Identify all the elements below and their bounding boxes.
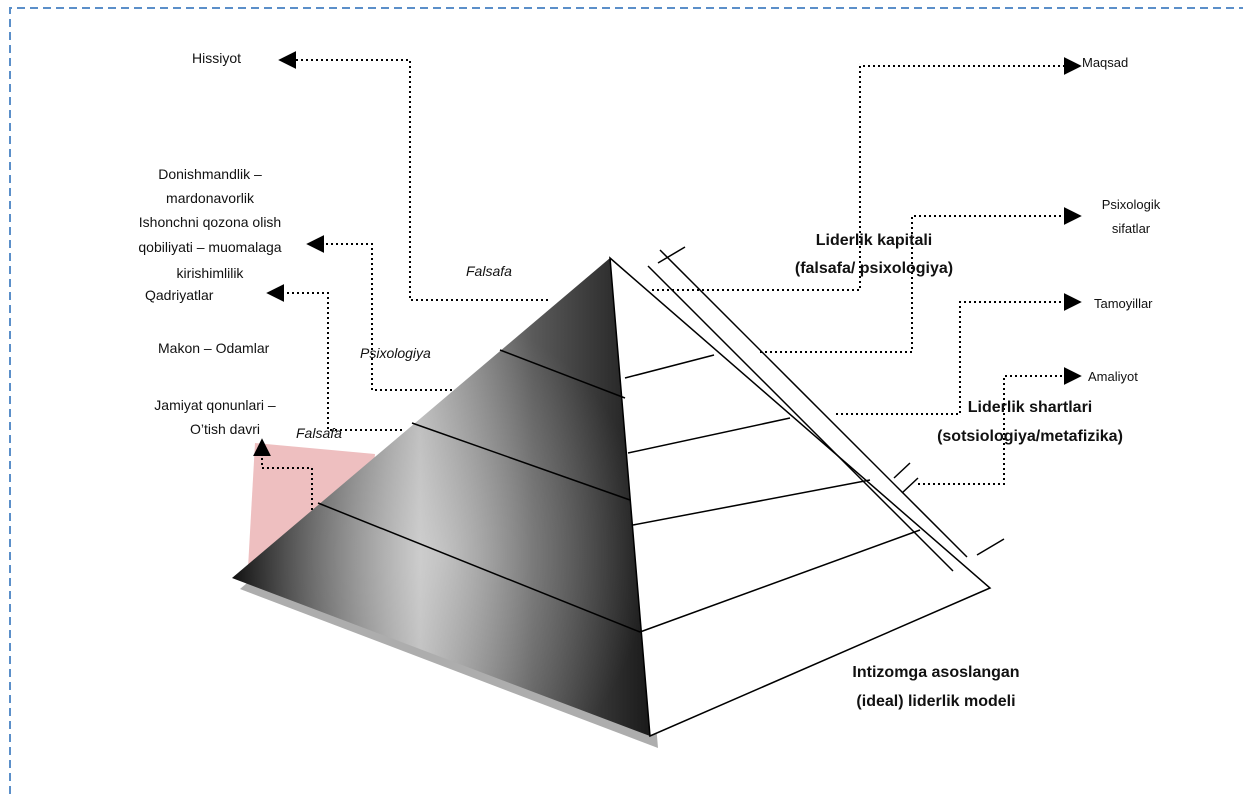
heading-kapital-1: Liderlik kapitali xyxy=(815,232,933,249)
jamiyat-connector xyxy=(253,438,313,510)
white-face-layers xyxy=(624,354,921,633)
amaliyot-connector xyxy=(918,367,1082,485)
label-psixologiya: Psixologiya xyxy=(360,345,431,361)
maqsad-connector xyxy=(652,57,1082,291)
label-hissiyot: Hissiyot xyxy=(192,50,242,66)
heading-model-2: (ideal) liderlik modeli xyxy=(856,693,1016,710)
ishonch-connector xyxy=(306,235,452,391)
heading-shartlar-2: (sotsiologiya/metafizika) xyxy=(937,428,1123,445)
psixologik-connector xyxy=(760,207,1082,353)
label-ishonch-3: kirishimlilik xyxy=(176,265,244,281)
pyramid-white-face xyxy=(609,256,992,738)
label-donishmandlik-2: mardonavorlik xyxy=(166,190,254,206)
label-tamoyillar: Tamoyillar xyxy=(1094,296,1153,311)
heading-model-1: Intizomga asoslangan xyxy=(852,664,1020,681)
heading-kapital-2: (falsafa/ psixologiya) xyxy=(794,260,954,277)
label-ishonch-2: qobiliyati – muomalaga xyxy=(138,239,282,255)
heading-shartlar-1: Liderlik shartlari xyxy=(967,399,1093,416)
label-falsafa-top: Falsafa xyxy=(466,263,512,279)
label-maqsad: Maqsad xyxy=(1082,55,1129,70)
divider-lines xyxy=(647,246,1005,572)
label-psixologik-1: Psixologik xyxy=(1101,197,1161,212)
label-psixologik-2: sifatlar xyxy=(1111,221,1151,236)
qadriyatlar-connector xyxy=(266,284,402,431)
label-jamiyat-2: O’tish davri xyxy=(189,421,261,437)
label-makon: Makon – Odamlar xyxy=(158,340,270,356)
label-qadriyatlar: Qadriyatlar xyxy=(145,287,214,303)
label-falsafa-bottom: Falsafa xyxy=(296,425,342,441)
tamoyillar-connector xyxy=(836,293,1082,415)
label-amaliyot: Amaliyot xyxy=(1088,369,1138,384)
label-jamiyat-1: Jamiyat qonunlari – xyxy=(154,397,276,413)
pyramid-glow xyxy=(232,258,650,736)
label-ishonch-1: Ishonchni qozona olish xyxy=(138,214,282,230)
label-donishmandlik-1: Donishmandlik – xyxy=(158,166,262,182)
dark-face-layers xyxy=(317,349,641,633)
right-connectors xyxy=(652,57,1082,485)
left-connectors xyxy=(253,51,548,510)
